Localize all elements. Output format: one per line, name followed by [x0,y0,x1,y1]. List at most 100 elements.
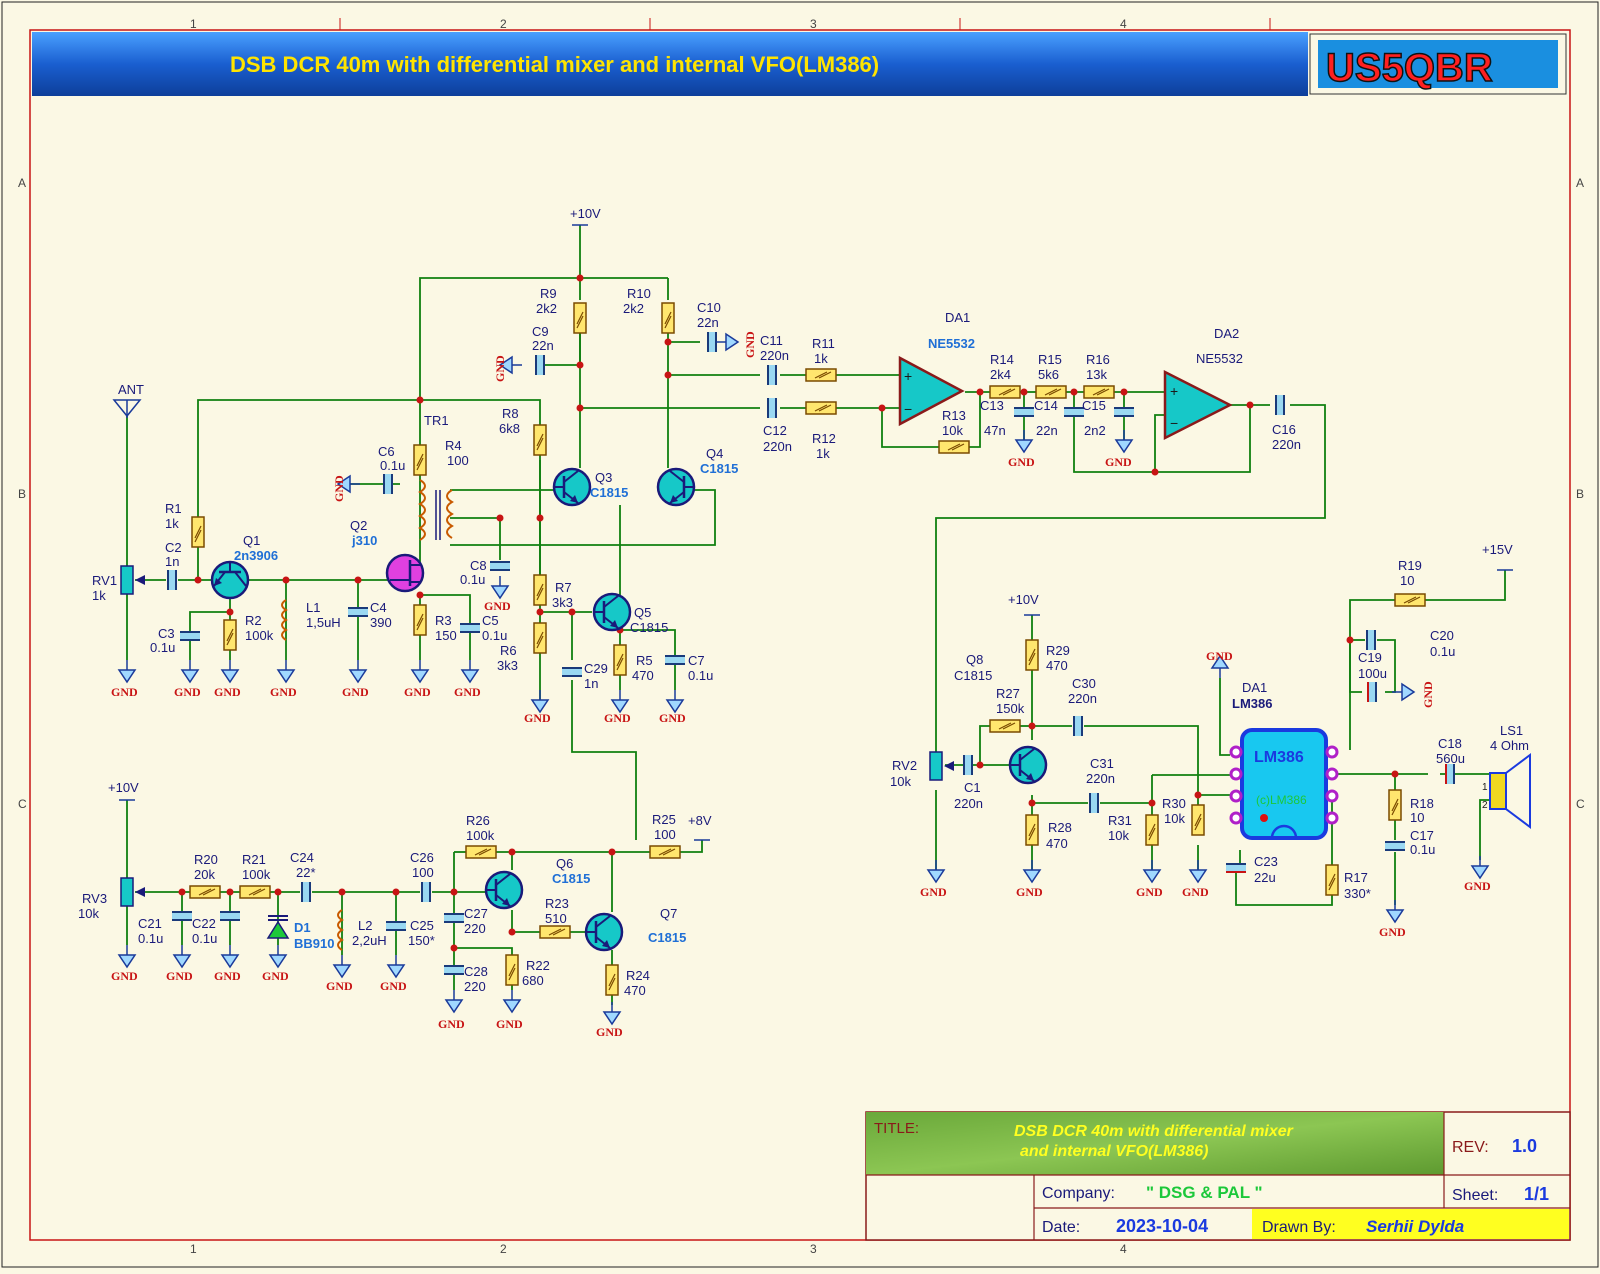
c1-capacitor [963,754,973,776]
c9-capacitor [535,354,545,376]
row-label-c-right: C [1576,797,1585,811]
ls1-ref: LS1 [1500,723,1523,738]
r7-resistor [533,574,547,606]
r27-value: 150k [996,701,1025,716]
r19-ref: R19 [1398,558,1422,573]
c16-capacitor [1275,394,1285,416]
gnd-icon [221,944,239,968]
gnd-label: GND [1379,925,1406,939]
r9-resistor [573,302,587,334]
r27-resistor [989,719,1021,733]
c1-ref: C1 [964,780,981,795]
q3-value: C1815 [590,485,628,500]
r16-resistor [1083,385,1115,399]
col-label-2-bottom: 2 [500,1242,507,1256]
q8-value: C1815 [954,668,992,683]
r2-value: 100k [245,628,274,643]
c21-capacitor [171,911,193,921]
r17-ref: R17 [1344,870,1368,885]
gnd-label: GND [270,685,297,699]
r6-resistor [533,622,547,654]
lm386-value: LM386 [1232,696,1272,711]
c8-value: 0.1u [460,572,485,587]
c10-value: 22n [697,315,719,330]
r3-resistor [413,604,427,636]
gnd-icon [1115,429,1133,453]
gnd-label: GND [404,685,431,699]
r7-ref: R7 [555,580,572,595]
gnd-icon [1386,899,1404,923]
gnd-icon [927,859,945,883]
gnd-label: GND [166,969,193,983]
r9-ref: R9 [540,286,557,301]
c25-ref: C25 [410,918,434,933]
c12-ref: C12 [763,423,787,438]
c19-capacitor [1366,629,1376,651]
gnd-icon [118,944,136,968]
c15-capacitor [1113,407,1135,417]
c25-value: 150* [408,933,435,948]
r15-ref: R15 [1038,352,1062,367]
c17-ref: C17 [1410,828,1434,843]
c17-value: 0.1u [1410,842,1435,857]
c5-value: 0.1u [482,628,507,643]
c7-capacitor [664,655,686,665]
power-8v: +8V [688,813,712,828]
r4-value: 100 [447,453,469,468]
gnd-icon [603,1001,621,1025]
gnd-label: GND [111,969,138,983]
tr1-transformer [418,479,454,541]
col-label-3-top: 3 [810,17,817,31]
r28-resistor [1025,814,1039,846]
c11-capacitor [767,364,777,386]
row-label-b-left: B [18,487,26,501]
gnd-icon [173,944,191,968]
c30-value: 220n [1068,691,1097,706]
svg-text:+: + [904,368,912,384]
r24-value: 470 [624,983,646,998]
r1-value: 1k [165,516,179,531]
gnd-label: GND [1016,885,1043,899]
r14-ref: R14 [990,352,1014,367]
q2-ref: Q2 [350,518,367,533]
c14-value: 22n [1036,423,1058,438]
title-block-title-line1: DSB DCR 40m with differential mixer [1014,1123,1294,1140]
c1-value: 220n [954,796,983,811]
r20-ref: R20 [194,852,218,867]
r8-ref: R8 [502,406,519,421]
r21-value: 100k [242,867,271,882]
q5-transistor [592,592,632,632]
q8-ref: Q8 [966,652,983,667]
c6-capacitor [383,473,393,495]
gnd-label: GND [214,685,241,699]
r8-resistor [533,424,547,456]
r29-ref: R29 [1046,643,1070,658]
r2-resistor [223,619,237,651]
c10-ref: C10 [697,300,721,315]
gnd-label: GND [332,475,346,502]
r22-ref: R22 [526,958,550,973]
logo-text: US5QBR [1326,46,1493,90]
gnd-label: GND [1136,885,1163,899]
c29-capacitor [561,667,583,677]
c31-ref: C31 [1090,756,1114,771]
title-block-company-value: " DSG & PAL " [1146,1183,1263,1202]
rv3-value: 10k [78,906,99,921]
r15-resistor [1035,385,1067,399]
r11-value: 1k [814,351,828,366]
gnd-icon [411,659,429,683]
gnd-label: GND [438,1017,465,1031]
c4-value: 390 [370,615,392,630]
title-block-drawn-label: Drawn By: [1262,1219,1336,1236]
r17-resistor [1325,864,1339,896]
q2-jfet [385,553,425,593]
gnd-icon [333,954,351,978]
r6-ref: R6 [500,643,517,658]
da2-value: NE5532 [1196,351,1243,366]
r25-resistor [649,845,681,859]
c28-capacitor [443,965,465,975]
q1-value: 2n3906 [234,548,278,563]
c22-ref: C22 [192,916,216,931]
title-block-drawn-value: Serhii Dylda [1366,1217,1464,1236]
gnd-icon [531,689,549,713]
